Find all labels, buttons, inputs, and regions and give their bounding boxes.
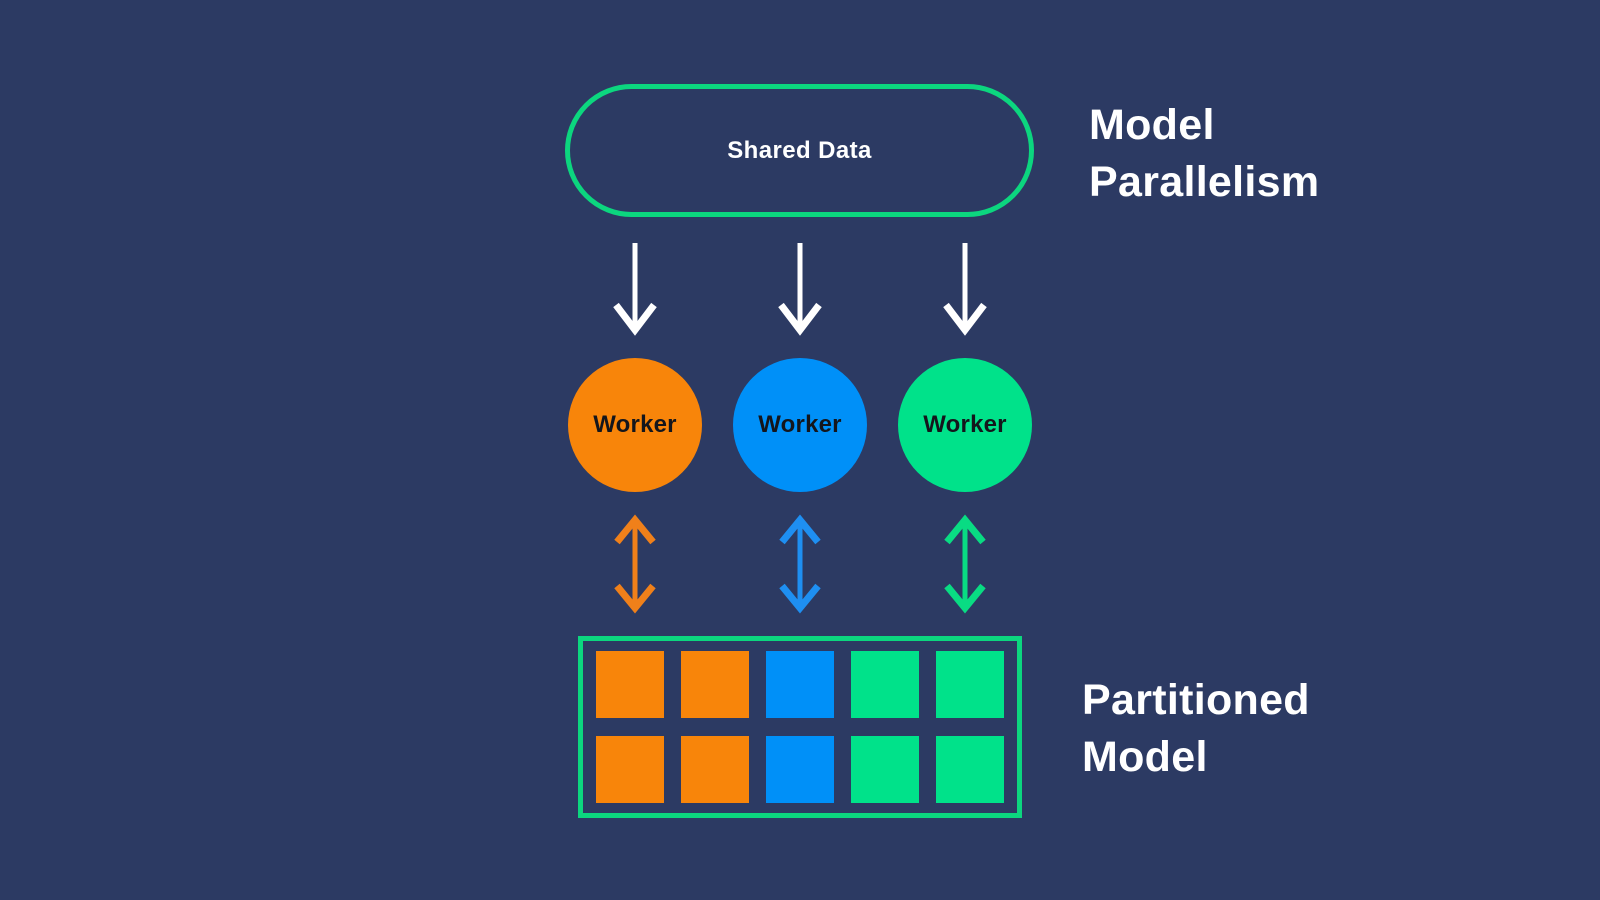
worker-node-orange: Worker [568,358,702,492]
partitioned-model-grid [578,636,1022,818]
down-arrow-icon [778,243,822,336]
partitioned-model-title-line1: Partitioned [1082,676,1310,724]
worker-label: Worker [923,411,1007,438]
model-parallelism-title-line2: Parallelism [1089,158,1320,206]
down-arrow-icon [613,243,657,336]
partitioned-model-title: Partitioned Model [1082,672,1310,786]
partition-cell-green [936,736,1004,803]
partition-cell-green [851,736,919,803]
model-parallelism-title: Model Parallelism [1089,97,1319,211]
partition-cell-orange [596,736,664,803]
worker-label: Worker [758,411,842,438]
double-arrow-icon [779,514,821,614]
down-arrow-icon [943,243,987,336]
partition-cell-orange [681,736,749,803]
shared-data-label: Shared Data [727,136,872,164]
partition-cell-orange [596,651,664,718]
partition-cell-green [851,651,919,718]
worker-node-green: Worker [898,358,1032,492]
partition-cell-blue [766,736,834,803]
model-parallelism-title-line1: Model [1089,101,1215,149]
worker-node-blue: Worker [733,358,867,492]
worker-label: Worker [593,411,677,438]
partition-cell-green [936,651,1004,718]
partition-cell-orange [681,651,749,718]
double-arrow-icon [614,514,656,614]
shared-data-node: Shared Data [565,84,1034,217]
partition-cell-blue [766,651,834,718]
partitioned-model-title-line2: Model [1082,733,1208,781]
double-arrow-icon [944,514,986,614]
